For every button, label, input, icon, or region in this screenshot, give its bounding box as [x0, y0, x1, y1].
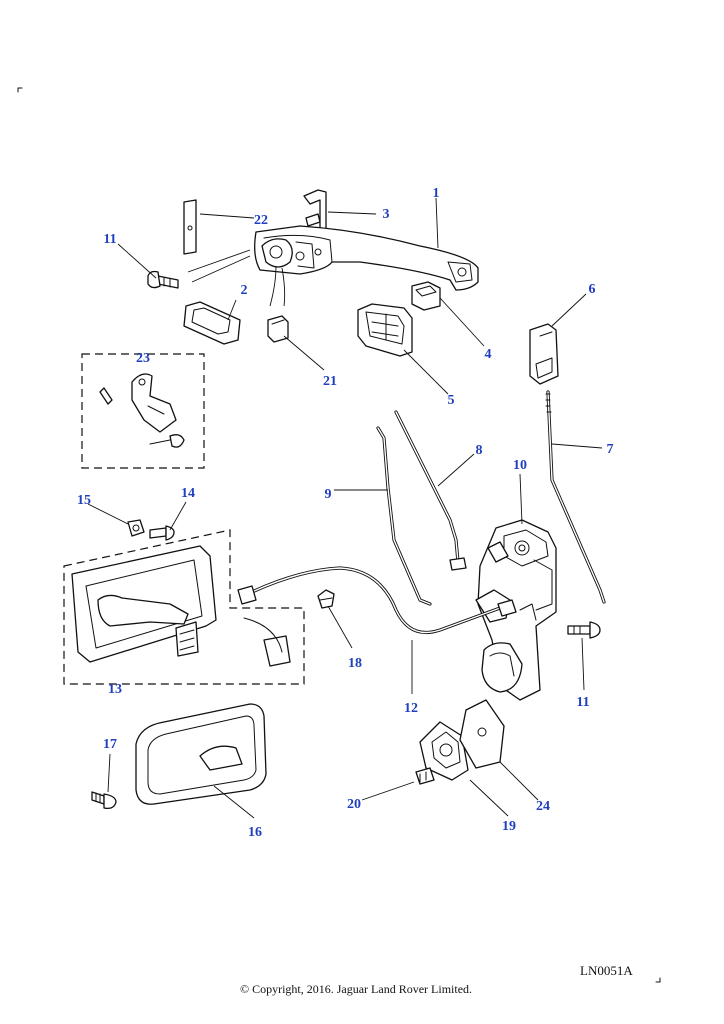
part-18-cable-retainer — [317, 589, 335, 609]
callout-5: 5 — [448, 393, 455, 408]
callout-4: 4 — [485, 347, 492, 362]
callout-1: 1 — [433, 186, 440, 201]
part-22-gasket-strip — [183, 199, 197, 255]
part-3-handle-clip — [303, 189, 327, 239]
callout-10: 10 — [513, 458, 527, 473]
callout-13: 13 — [108, 682, 122, 697]
part-24-shim-plate — [459, 699, 505, 769]
corner-mark-bottom-right — [655, 977, 661, 983]
part-2-handle-gasket — [183, 301, 241, 345]
part-6-lock-button — [529, 323, 559, 385]
part-11-screw-upper — [147, 270, 179, 289]
callout-16: 16 — [248, 825, 262, 840]
part-1-exterior-handle — [254, 225, 479, 291]
part-17-screw — [91, 791, 117, 810]
callout-7: 7 — [607, 442, 614, 457]
reference-code: LN0051A — [580, 963, 633, 978]
part-9-control-rod — [376, 426, 432, 606]
callout-3: 3 — [383, 207, 390, 222]
part-15-clip-nut — [127, 519, 145, 537]
callout-18: 18 — [348, 656, 362, 671]
copyright-notice: © Copyright, 2016. Jaguar Land Rover Lim… — [240, 982, 472, 996]
callout-23: 23 — [136, 351, 150, 366]
part-5-handle-carrier — [357, 303, 413, 357]
part-8-release-rod — [394, 410, 467, 571]
callout-19: 19 — [502, 819, 516, 834]
callout-11-upper: 11 — [103, 232, 116, 247]
callout-21: 21 — [323, 374, 337, 389]
callout-8: 8 — [476, 443, 483, 458]
part-23-lever-assembly — [99, 373, 185, 448]
callout-15: 15 — [77, 493, 91, 508]
part-13-interior-handle — [71, 545, 291, 667]
corner-mark-top-left — [17, 87, 23, 93]
part-16-trim-bezel — [135, 703, 267, 805]
callout-20: 20 — [347, 797, 361, 812]
callout-11-right: 11 — [576, 695, 589, 710]
part-7-lock-rod — [545, 390, 606, 604]
callout-2: 2 — [241, 283, 248, 298]
callout-14: 14 — [181, 486, 195, 501]
callout-24: 24 — [536, 799, 550, 814]
callout-9: 9 — [325, 487, 332, 502]
leader-lines — [87, 197, 603, 819]
callout-17: 17 — [103, 737, 117, 752]
part-13-detail-box — [63, 529, 305, 685]
callout-12: 12 — [404, 701, 418, 716]
part-14-screw — [149, 525, 175, 541]
part-11-screw-right — [567, 621, 601, 639]
part-20-striker-screw — [415, 767, 435, 785]
callout-22: 22 — [254, 213, 268, 228]
part-12-release-cable — [237, 566, 517, 635]
part-4-handle-bracket — [411, 281, 441, 311]
part-21-small-clip — [267, 315, 289, 343]
callout-6: 6 — [589, 282, 596, 297]
part-19-striker — [419, 721, 469, 781]
